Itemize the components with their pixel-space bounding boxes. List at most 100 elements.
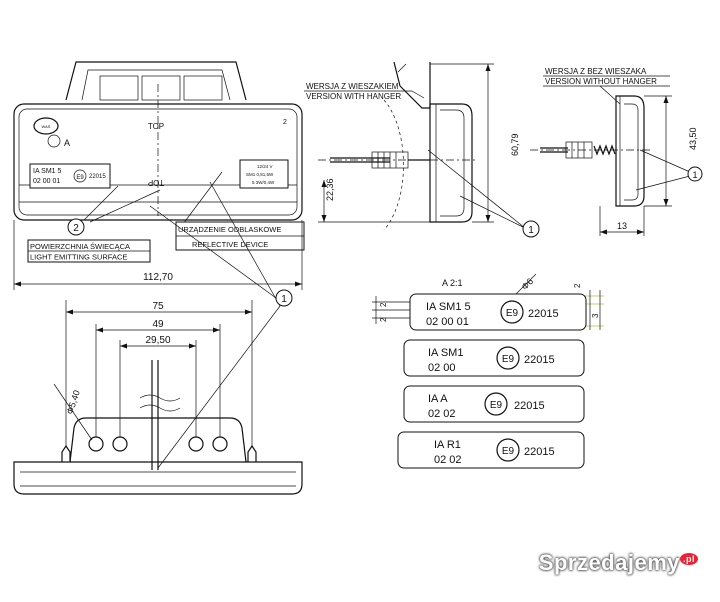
plate2-line2: 02 00 bbox=[428, 362, 456, 374]
bottom-base bbox=[13, 461, 303, 495]
voltage-plate bbox=[239, 159, 289, 189]
plate2-code: 22015 bbox=[524, 354, 555, 366]
plate1-code: 22015 bbox=[528, 308, 559, 320]
dim-2950: 29,50 bbox=[145, 335, 170, 346]
label-a: A bbox=[64, 138, 70, 148]
plate1-emark: E9 bbox=[506, 308, 519, 319]
plate4-code: 22015 bbox=[524, 446, 555, 458]
dim-phi6: Φ6 bbox=[520, 276, 536, 292]
plate3-line1: IA A bbox=[428, 393, 448, 405]
plate4-line2: 02 02 bbox=[434, 454, 462, 466]
hole-3 bbox=[188, 436, 204, 452]
front-view: WAŚ A TOP TOP 2 IA SM1 5 02 00 01 E9 220… bbox=[13, 61, 305, 290]
dim-4350: 43,50 bbox=[688, 127, 698, 150]
nohanger-title-pl: WERSJA Z BEZ WIESZAKA bbox=[545, 67, 647, 76]
corner-number: 2 bbox=[283, 119, 287, 126]
plate1-emark-circle bbox=[500, 300, 524, 324]
dim-hole-leader bbox=[53, 383, 93, 441]
dim-75: 75 bbox=[152, 301, 164, 312]
top-label-inverted: TOP bbox=[148, 178, 164, 187]
side-view-no-hanger: WERSJA Z BEZ WIESZAKA VERSION WITHOUT HA… bbox=[530, 67, 703, 236]
voltage-line3: 5 3W/0,4W bbox=[252, 180, 275, 185]
luminous-pl: POWIERZCHNIA ŚWIECĄCA bbox=[30, 242, 130, 251]
detail-plate-4 bbox=[397, 431, 585, 469]
hanger-bracket bbox=[65, 61, 247, 101]
side-hanger-detail bbox=[397, 63, 407, 73]
brand-logo bbox=[33, 117, 59, 135]
callout-2: 2 bbox=[73, 223, 79, 234]
hanger-title-en: VERSION WITH HANGER bbox=[306, 92, 401, 101]
dim-hole: Φ5,40 bbox=[65, 389, 82, 416]
side-hanger-bracket bbox=[393, 61, 431, 109]
side-hanger-lens bbox=[440, 109, 465, 217]
plate3-code: 22015 bbox=[514, 400, 545, 412]
plate-line1: IA SM1 5 bbox=[33, 168, 62, 175]
hanger-inner bbox=[81, 69, 231, 101]
bottom-leader-3 bbox=[149, 205, 277, 299]
voltage-line1: 12/24 V bbox=[257, 164, 273, 169]
leader-reflective bbox=[179, 171, 223, 229]
svg-text:WAŚ: WAŚ bbox=[42, 124, 51, 129]
watermark: Sprzedajemy.pl bbox=[539, 550, 698, 576]
dim-2236: 22,36 bbox=[325, 178, 335, 201]
reflective-pl: URZĄDZENIE ODBLASKOWE bbox=[178, 225, 281, 234]
watermark-text: Sprzedajemy bbox=[538, 550, 680, 575]
stud-right bbox=[247, 444, 257, 462]
nohanger-spring bbox=[593, 144, 616, 156]
leader-2b bbox=[89, 189, 161, 223]
plate2-line1: IA SM1 bbox=[428, 347, 463, 359]
voltage-line2: SM1 0,81,5W bbox=[246, 172, 274, 177]
dim-right-mid: 3 bbox=[591, 313, 600, 318]
hanger-title-pl: WERSJA Z WIESZAKIEM bbox=[306, 82, 399, 91]
top-label: TOP bbox=[148, 122, 164, 131]
bottom-leader-2 bbox=[209, 181, 281, 307]
plate3-emark-circle bbox=[484, 392, 508, 416]
hanger-callout-1-circle bbox=[522, 220, 540, 238]
dim-right-top: 2 bbox=[573, 283, 582, 288]
nohanger-callout-1-circle bbox=[687, 166, 703, 182]
nohanger-callout-1: 1 bbox=[692, 170, 697, 180]
hanger-leader-1 bbox=[459, 195, 526, 229]
stud-left bbox=[61, 444, 71, 462]
emark-circle bbox=[73, 169, 87, 183]
plate4-line1: IA R1 bbox=[434, 439, 461, 451]
plate1-line2: 02 00 01 bbox=[426, 316, 469, 328]
label-a-circle bbox=[47, 134, 61, 148]
hanger-slot-right bbox=[183, 75, 223, 101]
detail-a: A 2:1 Φ6 2 2 2 3 IA SM1 5 02 00 01 E9 22… bbox=[372, 273, 604, 469]
swing-arc bbox=[383, 99, 404, 231]
nohanger-title-en: VERSION WITHOUT HANGER bbox=[545, 77, 657, 86]
plate3-emark: E9 bbox=[490, 400, 503, 411]
plate4-emark-circle bbox=[496, 438, 520, 462]
hanger-callout-1: 1 bbox=[528, 225, 534, 236]
hole-4 bbox=[212, 436, 228, 452]
bottom-view: 75 49 29,50 Φ5,40 1 bbox=[13, 181, 303, 495]
plate-code: 22015 bbox=[89, 174, 106, 180]
side-hanger-body bbox=[429, 103, 473, 223]
cable-break bbox=[139, 394, 181, 402]
leader-2a bbox=[83, 185, 119, 221]
emark-text: E9 bbox=[76, 175, 84, 181]
side-view-hanger: WERSJA Z WIESZAKIEM VERSION WITH HANGER … bbox=[304, 61, 540, 238]
plate-line2: 02 00 01 bbox=[33, 178, 60, 185]
emark-plate bbox=[29, 163, 111, 189]
bottom-callout-1-circle bbox=[275, 289, 293, 307]
plate2-emark-circle bbox=[496, 346, 520, 370]
plate2-emark: E9 bbox=[502, 354, 515, 365]
hanger-slot-mid bbox=[141, 75, 181, 101]
bottom-leader-1 bbox=[157, 305, 281, 469]
hanger-slot-left bbox=[99, 75, 139, 101]
luminous-en: LIGHT EMITTING SURFACE bbox=[30, 253, 127, 262]
hole-2 bbox=[112, 436, 128, 452]
callout-2-circle bbox=[67, 218, 85, 236]
detail-plate-1 bbox=[409, 293, 587, 331]
detail-plate-3 bbox=[403, 385, 585, 423]
detail-plate-2 bbox=[403, 339, 585, 377]
hanger-title-leader bbox=[411, 90, 425, 99]
watermark-suffix: .pl bbox=[680, 552, 698, 565]
plate3-line2: 02 02 bbox=[428, 408, 456, 420]
hanger-leader-2 bbox=[427, 149, 526, 229]
dim-13: 13 bbox=[617, 221, 627, 231]
reflective-en: REFLECTIVE DEVICE bbox=[192, 240, 268, 249]
